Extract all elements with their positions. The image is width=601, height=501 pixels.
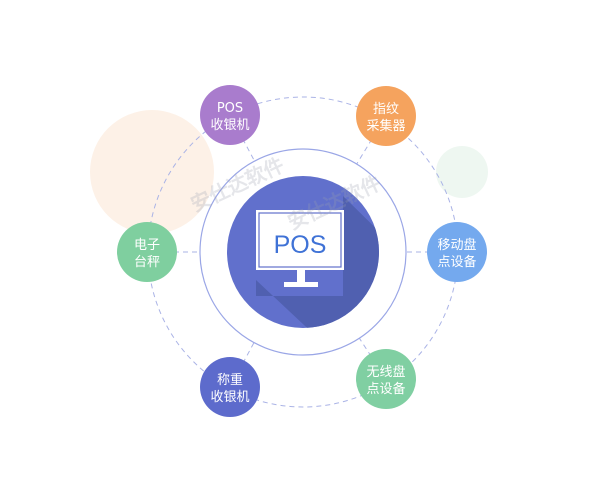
- node-circle: [427, 222, 487, 282]
- decor-peach-circle: [90, 110, 214, 234]
- node-label: 称重: [217, 372, 243, 388]
- node-circle: [117, 222, 177, 282]
- node-label: POS: [217, 101, 243, 116]
- node-circle: [356, 349, 416, 409]
- node-label: 台秤: [134, 255, 160, 270]
- node-label: 指纹: [373, 102, 399, 117]
- node-label: 电子: [134, 238, 160, 253]
- node-label: 移动盘: [437, 237, 476, 253]
- node-label: 无线盘: [366, 364, 405, 380]
- monitor-icon: POS: [256, 210, 344, 287]
- node-label: 点设备: [366, 381, 405, 397]
- node-circle: [356, 86, 416, 146]
- node-label: 收银机: [210, 118, 249, 133]
- node-pos-cashier: POS 收银机: [200, 85, 260, 145]
- node-circle: [200, 357, 260, 417]
- node-label: 采集器: [366, 118, 405, 134]
- node-circle: [200, 85, 260, 145]
- center-label: POS: [274, 231, 327, 259]
- decor-mint-circle: [436, 146, 488, 198]
- node-label: 收银机: [210, 390, 249, 405]
- node-label: 点设备: [437, 254, 476, 270]
